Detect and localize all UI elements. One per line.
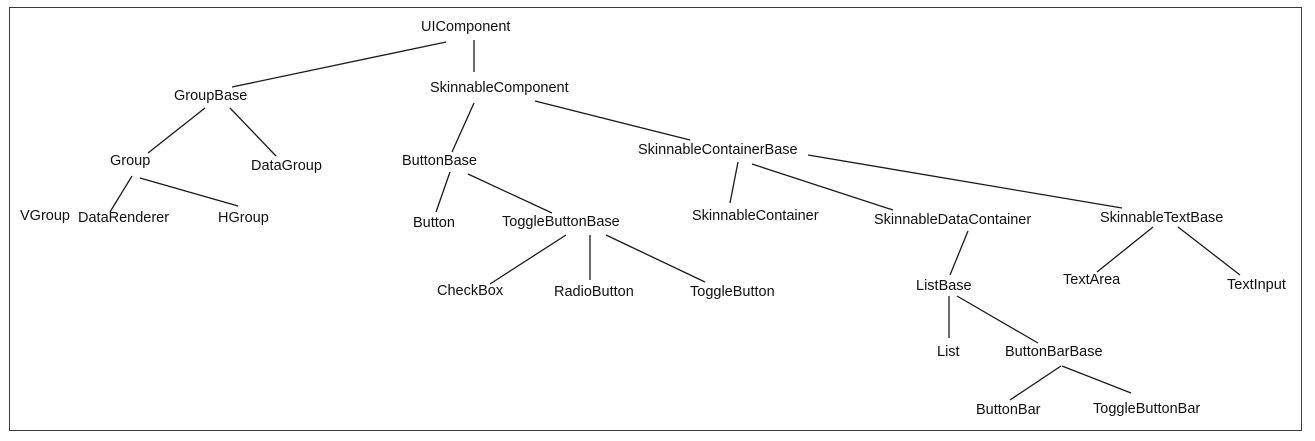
node-vgroup: VGroup xyxy=(20,208,70,224)
node-list: List xyxy=(937,344,960,360)
node-togglebuttonbase: ToggleButtonBase xyxy=(502,214,620,230)
edge-buttonbase-button xyxy=(435,171,451,213)
edge-skinnabletextbase-textinput xyxy=(1177,226,1241,276)
node-group: Group xyxy=(110,153,151,169)
edge-groupbase-datagroup xyxy=(229,107,277,157)
node-listbase: ListBase xyxy=(916,278,972,294)
node-datagroup: DataGroup xyxy=(251,158,322,174)
node-datarenderer: DataRenderer xyxy=(78,210,170,226)
node-togglebutton: ToggleButton xyxy=(690,284,775,300)
node-textinput: TextInput xyxy=(1227,277,1286,293)
node-skinnablecontainer: SkinnableContainer xyxy=(692,208,819,224)
edge-buttonbarbase-buttonbar xyxy=(1009,365,1062,401)
edge-skinnablecomponent-skinnablecontainerbase xyxy=(534,100,691,141)
node-buttonbase: ButtonBase xyxy=(402,153,477,169)
edge-togglebuttonbase-checkbox xyxy=(489,234,567,285)
edge-buttonbase-togglebuttonbase xyxy=(467,173,553,214)
edge-skinnabletextbase-textarea xyxy=(1096,226,1154,273)
edge-skinnablecontainerbase-skinnabledatacontainer xyxy=(751,163,894,211)
edge-skinnablecomponent-buttonbase xyxy=(451,102,475,153)
edge-skinnablecontainerbase-skinnablecontainer xyxy=(729,161,739,204)
node-hgroup: HGroup xyxy=(218,210,269,226)
edge-group-hgroup xyxy=(139,177,239,207)
edge-groupbase-group xyxy=(147,107,206,154)
edge-skinnablecontainerbase-skinnabletextbase xyxy=(807,154,1123,209)
node-skinnablecontainerbase: SkinnableContainerBase xyxy=(638,142,798,158)
diagram-frame xyxy=(9,7,1302,431)
node-checkbox: CheckBox xyxy=(437,283,504,299)
node-buttonbar: ButtonBar xyxy=(976,402,1041,418)
edge-skinnabledatacontainer-listbase xyxy=(949,230,969,276)
edge-togglebuttonbase-togglebutton xyxy=(605,234,706,283)
edge-listbase-buttonbarbase xyxy=(956,295,1039,344)
node-textarea: TextArea xyxy=(1063,272,1121,288)
node-skinnablecomponent: SkinnableComponent xyxy=(430,80,569,96)
edge-uicomponent-groupbase xyxy=(231,41,447,88)
node-uicomponent: UIComponent xyxy=(421,19,511,35)
node-button: Button xyxy=(413,215,455,231)
node-skinnabledatacontainer: SkinnableDataContainer xyxy=(874,212,1032,228)
edge-buttonbarbase-togglebuttonbar xyxy=(1061,365,1132,394)
node-buttonbarbase: ButtonBarBase xyxy=(1005,344,1103,360)
node-groupbase: GroupBase xyxy=(174,88,248,104)
node-togglebuttonbar: ToggleButtonBar xyxy=(1093,401,1201,417)
node-radiobutton: RadioButton xyxy=(554,284,634,300)
edge-group-datarenderer xyxy=(109,175,133,213)
node-skinnabletextbase: SkinnableTextBase xyxy=(1100,210,1224,226)
